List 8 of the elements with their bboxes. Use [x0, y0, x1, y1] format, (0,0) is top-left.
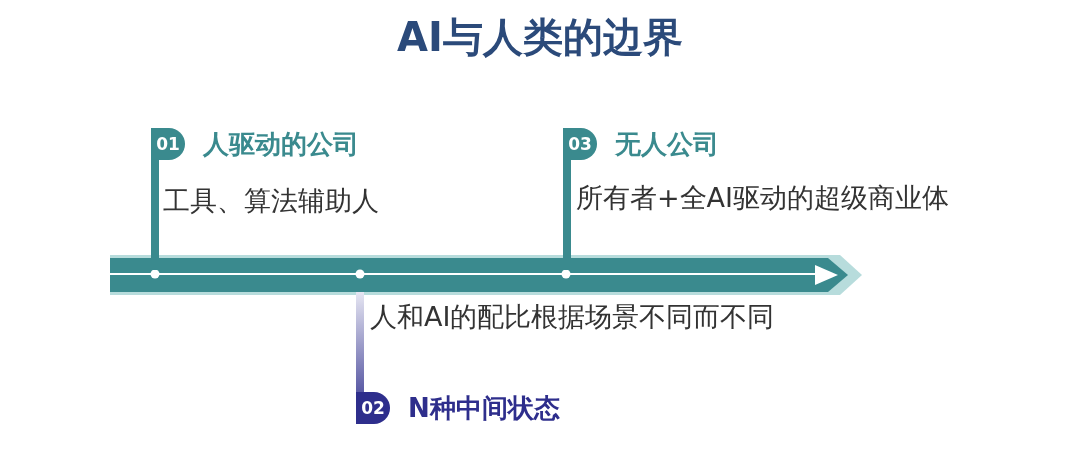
milestone-heading: N种中间状态: [408, 392, 560, 424]
milestone-heading: 人驱动的公司: [203, 128, 359, 160]
title: AI与人类的边界: [396, 13, 684, 62]
milestone-heading: 无人公司: [615, 128, 719, 160]
milestone-description: 人和AI的配比根据场景不同而不同: [370, 300, 776, 334]
milestone-description: 工具、算法辅助人: [163, 184, 380, 218]
number-badge: 02: [356, 392, 390, 424]
milestone-description: 所有者+全AI驱动的超级商业体: [576, 181, 951, 215]
